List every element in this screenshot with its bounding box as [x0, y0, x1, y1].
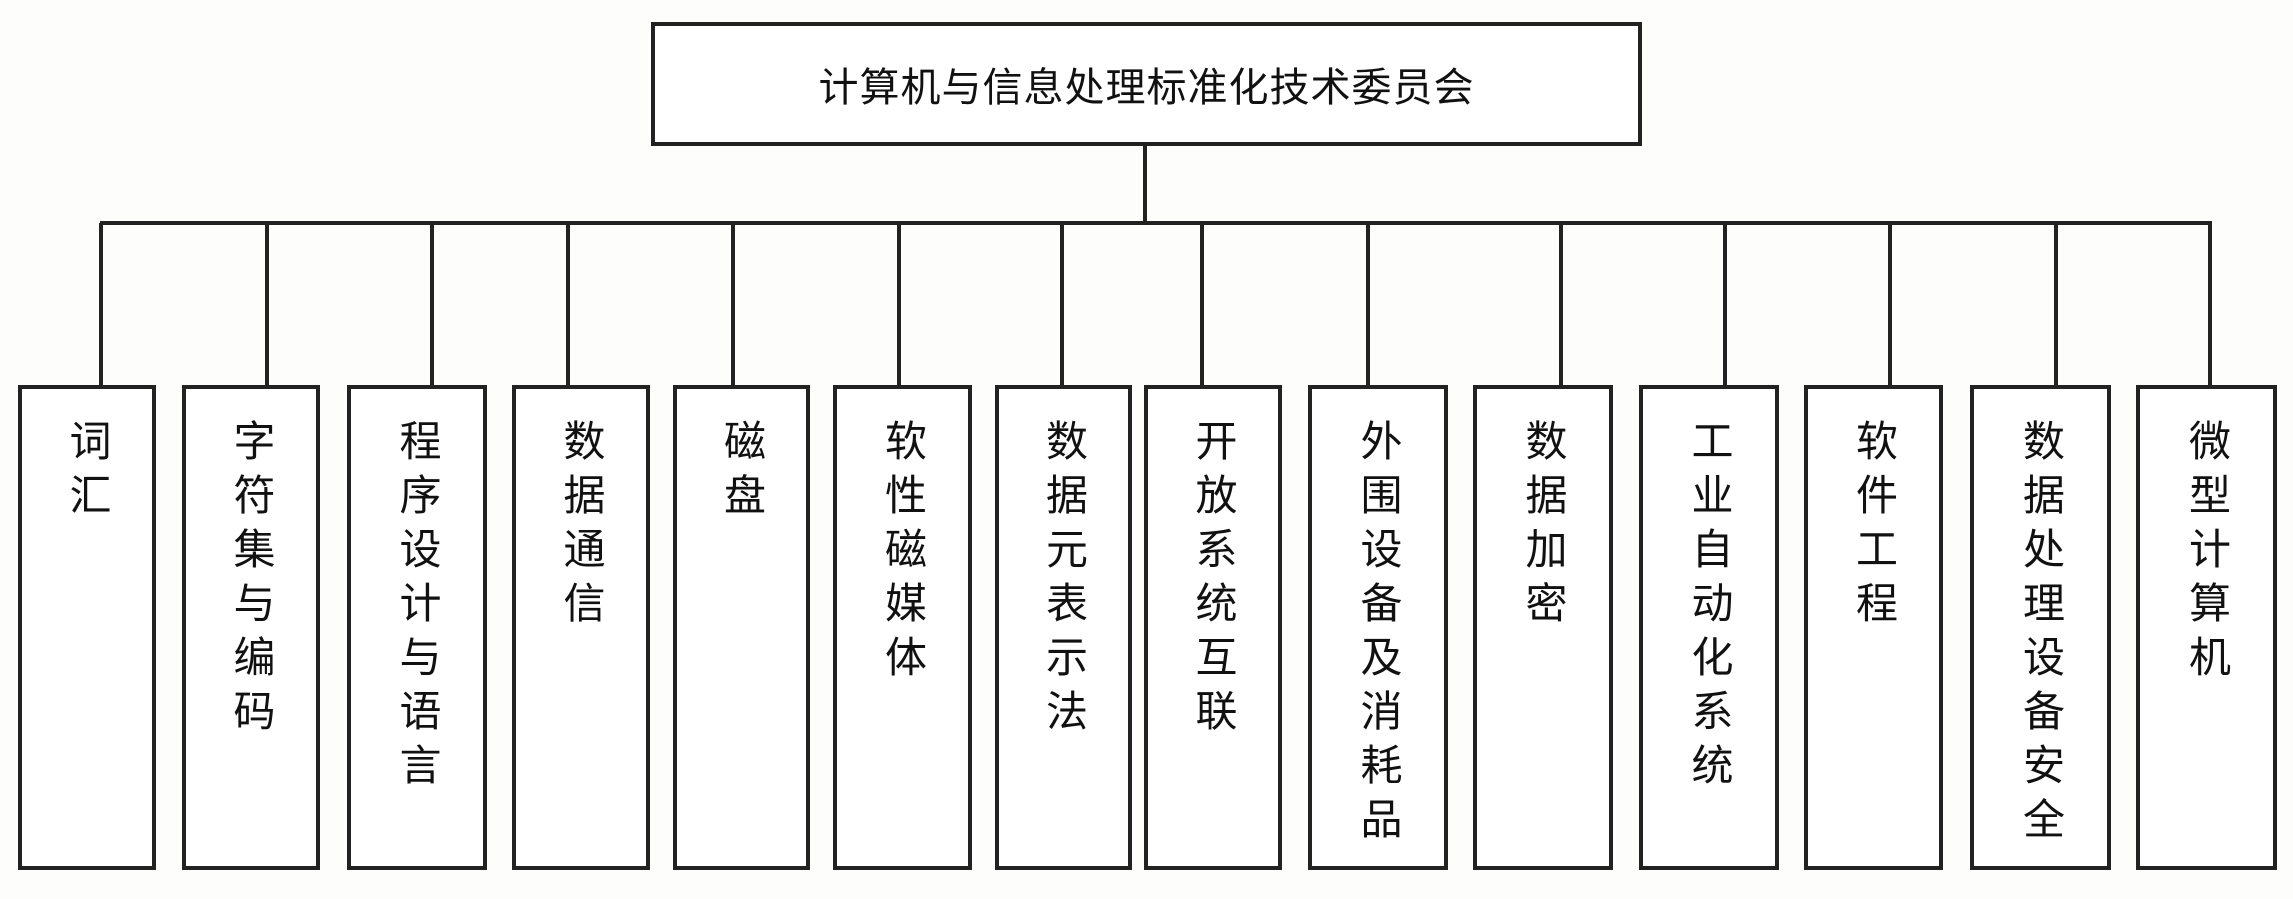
child-label: 程序设计与语言 — [393, 419, 442, 797]
child-connector — [731, 223, 735, 387]
child-label-wrap: 数据处理设备安全 — [1974, 419, 2107, 851]
child-connector — [430, 223, 434, 387]
child-node: 程序设计与语言 — [347, 385, 487, 870]
child-node: 外围设备及消耗品 — [1308, 385, 1448, 870]
child-label: 软件工程 — [1849, 419, 1899, 635]
child-label: 磁盘 — [717, 419, 767, 527]
child-label-wrap: 工业自动化系统 — [1643, 419, 1775, 797]
child-label-wrap: 程序设计与语言 — [351, 419, 483, 797]
child-label-wrap: 词汇 — [22, 419, 152, 527]
child-node: 词汇 — [18, 385, 156, 870]
child-connector — [1723, 223, 1727, 387]
child-label-wrap: 磁盘 — [677, 419, 806, 527]
child-node: 微型计算机 — [2136, 385, 2277, 870]
child-label-wrap: 字符集与编码 — [186, 419, 316, 743]
child-connector — [897, 223, 901, 387]
child-connector — [1366, 223, 1370, 387]
child-label-wrap: 数据加密 — [1477, 419, 1609, 635]
child-label: 开放系统互联 — [1189, 419, 1238, 743]
root-connector — [1143, 146, 1147, 224]
child-label: 软性磁媒体 — [878, 419, 928, 689]
child-node: 开放系统互联 — [1144, 385, 1282, 870]
child-node: 软性磁媒体 — [833, 385, 972, 870]
child-node: 数据通信 — [512, 385, 650, 870]
horizontal-bus — [100, 221, 2212, 225]
child-node: 磁盘 — [673, 385, 810, 870]
child-label-wrap: 软性磁媒体 — [837, 419, 968, 689]
child-node: 工业自动化系统 — [1639, 385, 1779, 870]
child-connector — [1200, 223, 1204, 387]
child-label: 词汇 — [63, 419, 112, 527]
child-node: 数据元表示法 — [995, 385, 1132, 870]
child-label: 数据处理设备安全 — [2016, 419, 2066, 851]
child-connector — [2208, 223, 2212, 387]
child-label-wrap: 数据通信 — [516, 419, 646, 635]
child-connector — [2054, 223, 2058, 387]
child-connector — [1559, 223, 1563, 387]
child-label-wrap: 微型计算机 — [2140, 419, 2273, 689]
child-label-wrap: 数据元表示法 — [999, 419, 1128, 743]
child-node: 数据加密 — [1473, 385, 1613, 870]
child-label: 微型计算机 — [2182, 419, 2232, 689]
child-label: 数据加密 — [1519, 419, 1568, 635]
child-label-wrap: 软件工程 — [1808, 419, 1939, 635]
child-connector — [566, 223, 570, 387]
child-connector — [99, 223, 103, 387]
child-label-wrap: 外围设备及消耗品 — [1312, 419, 1444, 851]
child-node: 数据处理设备安全 — [1970, 385, 2111, 870]
child-label: 外围设备及消耗品 — [1354, 419, 1403, 851]
child-label: 数据元表示法 — [1039, 419, 1089, 743]
child-label: 数据通信 — [557, 419, 606, 635]
child-connector — [1060, 223, 1064, 387]
child-label-wrap: 开放系统互联 — [1148, 419, 1278, 743]
child-node: 软件工程 — [1804, 385, 1943, 870]
child-connector — [1888, 223, 1892, 387]
child-node: 字符集与编码 — [182, 385, 320, 870]
child-connector — [265, 223, 269, 387]
root-label: 计算机与信息处理标准化技术委员会 — [818, 65, 1475, 111]
root-node: 计算机与信息处理标准化技术委员会 — [651, 22, 1642, 146]
child-label: 字符集与编码 — [227, 419, 276, 743]
child-label: 工业自动化系统 — [1685, 419, 1734, 797]
